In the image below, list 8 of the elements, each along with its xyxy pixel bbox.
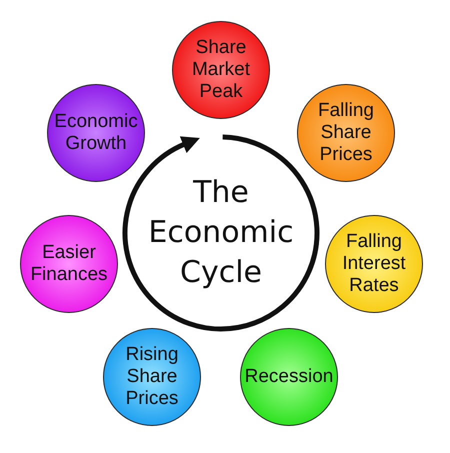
- stage-label: Rising Share Prices: [124, 344, 180, 410]
- stage-label: Easier Finances: [29, 242, 109, 286]
- stage-label: Share Market Peak: [190, 37, 252, 103]
- stage-label: Economic Growth: [53, 111, 139, 155]
- cycle-title: The Economic Cycle: [147, 174, 295, 292]
- stage-label: Falling Share Prices: [317, 100, 375, 166]
- stage-label: Recession: [244, 366, 334, 388]
- stage-label: Falling Interest Rates: [341, 231, 407, 297]
